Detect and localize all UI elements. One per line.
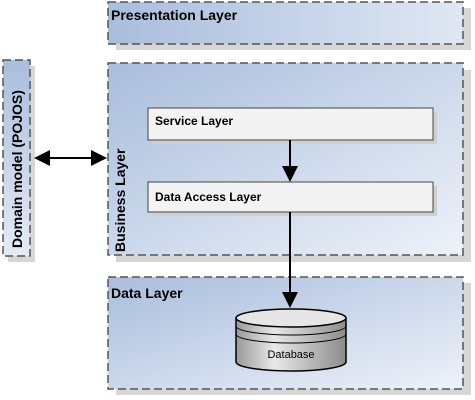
domain-model-panel: Domain model (POJOS) — [2, 59, 35, 262]
business-layer: Business Layer — [107, 62, 471, 262]
domain-model-label: Domain model (POJOS) — [9, 90, 25, 248]
presentation-layer: Presentation Layer — [107, 1, 471, 50]
service-layer-box: Service Layer — [147, 107, 437, 144]
presentation-layer-label: Presentation Layer — [111, 7, 238, 23]
database-icon: Database — [235, 308, 347, 372]
data-access-layer-box: Data Access Layer — [147, 181, 437, 216]
data-layer-label: Data Layer — [111, 285, 183, 301]
database-label: Database — [267, 349, 314, 361]
business-layer-label: Business Layer — [112, 148, 128, 252]
data-access-layer-label: Data Access Layer — [155, 190, 262, 204]
service-layer-label: Service Layer — [155, 114, 233, 128]
